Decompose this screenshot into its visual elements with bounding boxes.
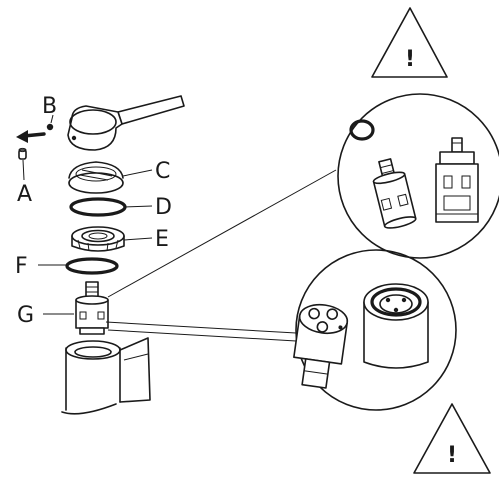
label-e: E bbox=[155, 227, 169, 252]
faucet-body bbox=[61, 337, 151, 415]
part-e-bonnet-nut: E bbox=[71, 226, 169, 252]
label-d: D bbox=[155, 195, 172, 220]
detail-leader-lines bbox=[105, 169, 337, 342]
detail-circle-cartridge-orientation bbox=[337, 93, 499, 259]
warning-mark-bottom: ! bbox=[447, 443, 457, 468]
label-g: G bbox=[17, 303, 34, 328]
part-f-o-ring: F bbox=[15, 254, 119, 279]
warning-mark-top: ! bbox=[405, 47, 415, 72]
part-g-cartridge: G bbox=[17, 281, 109, 335]
label-a: A bbox=[17, 182, 32, 207]
label-b: B bbox=[42, 94, 57, 119]
cartridge-front-view bbox=[435, 137, 479, 223]
label-f: F bbox=[15, 254, 28, 279]
removal-arrow-icon bbox=[16, 130, 46, 143]
small-washer bbox=[349, 119, 375, 141]
part-c-dome-cover: C bbox=[68, 159, 170, 194]
lever-handle bbox=[67, 95, 185, 151]
part-b-grub-screw: B bbox=[42, 94, 57, 131]
valve-seat-housing bbox=[363, 283, 429, 369]
detail-circle-cartridge-alignment bbox=[293, 249, 457, 411]
handle-screw-hole bbox=[71, 135, 77, 141]
cartridge-side-view bbox=[372, 158, 417, 229]
warning-icon-bottom: ! bbox=[413, 403, 491, 474]
part-d-o-ring: D bbox=[69, 195, 172, 220]
label-c: C bbox=[155, 159, 170, 184]
part-a-cap: A bbox=[17, 147, 32, 207]
warning-icon-top: ! bbox=[371, 7, 448, 78]
cartridge-base-view bbox=[293, 303, 349, 389]
